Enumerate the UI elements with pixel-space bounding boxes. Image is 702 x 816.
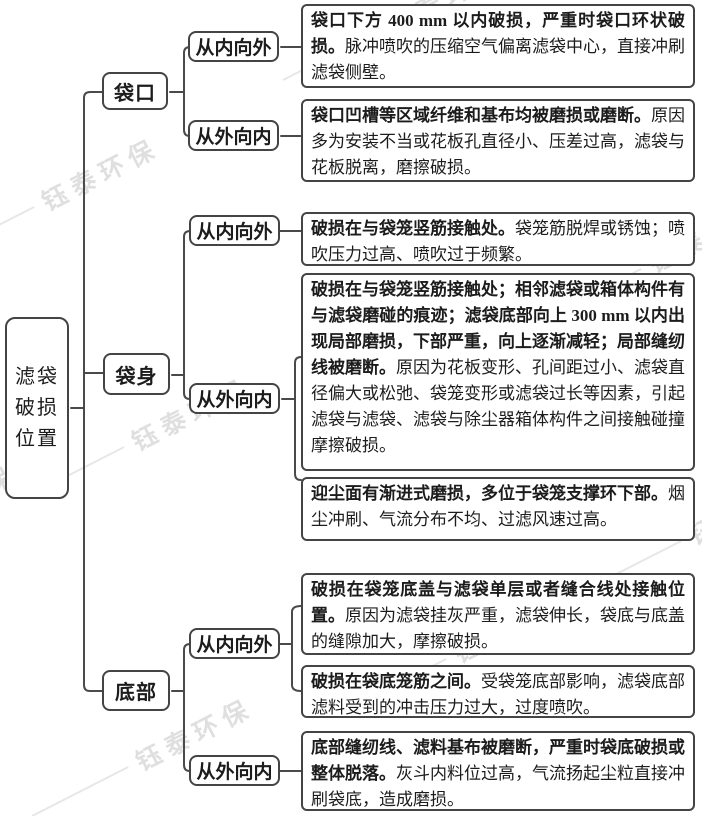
damage-cause-text: 原因多为安装不当或花板孔直径小、压差过高，滤袋与花板脱离，磨擦破损。	[311, 106, 685, 177]
direction-label: 从外向内	[195, 127, 272, 148]
watermark-text: 钰泰环保	[38, 134, 165, 217]
damage-cause-text: 原因为滤袋挂灰严重，滤袋伸长，袋底与底盖的缝隙加大，摩擦破损。	[311, 606, 685, 651]
damage-cause-text: 原因为花板变形、孔间距过小、滤袋直径偏大或松弛、袋笼变形或滤袋过长等因素，引起滤…	[311, 358, 685, 455]
branch-label: 袋口	[114, 82, 156, 105]
direction-node-outside-in: 从外向内	[189, 383, 280, 414]
damage-cause-text: 袋笼筋脱焊或锈蚀；喷吹压力过高、喷吹过于频繁。	[311, 219, 685, 264]
body-branch-connector	[171, 230, 302, 481]
description-box-body-outside-in-2: 迎尘面有渐进式磨损，多位于袋笼支撑环下部。烟尘冲刷、气流分布不均、过滤风速过高。	[301, 477, 695, 541]
branch-node-bag-body: 袋身	[103, 353, 170, 395]
root-node-damage-location: 滤袋 破损 位置	[5, 317, 69, 499]
direction-node-inside-out: 从内向外	[188, 31, 279, 62]
damage-cause-text: 受袋笼底部影响，滤袋底部滤料受到的冲击压力过大，过度喷吹。	[311, 672, 685, 717]
watermark: 钰泰环保	[0, 128, 165, 272]
description-box-mouth-outside-in: 袋口凹槽等区域纤维和基布均被磨损或磨断。原因多为安装不当或花板孔直径小、压差过高…	[301, 99, 695, 182]
description-box-mouth-inside-out: 袋口下方 400 mm 以内破损，严重时袋口环状破损。脉冲喷吹的压缩空气偏离滤袋…	[301, 4, 695, 88]
root-label-line: 滤袋	[15, 365, 59, 388]
damage-symptom-text: 破损在袋笼底盖与滤袋单层或者缝合线处接触位置。	[311, 580, 685, 625]
description-box-bottom-outside-in: 底部缝纫线、滤料基布被磨断，严重时袋底破损或整体脱落。灰斗内料位过高，气流扬起尘…	[301, 731, 695, 811]
damage-symptom-text: 迎尘面有渐进式磨损，多位于袋笼支撑环下部。	[311, 484, 668, 503]
direction-node-outside-in: 从外向内	[188, 120, 279, 151]
root-label-line: 破损	[15, 396, 59, 419]
branch-label: 袋身	[115, 365, 158, 388]
damage-symptom-text: 底部缝纫线、滤料基布被磨断，严重时袋底破损或整体脱落。	[311, 738, 685, 783]
direction-node-inside-out: 从内向外	[189, 628, 280, 659]
root-label-line: 位置	[15, 427, 59, 450]
direction-label: 从内向外	[196, 635, 273, 656]
damage-cause-text: 灰斗内料位过高，气流扬起尘粒直接冲刷袋底，造成磨损。	[311, 764, 685, 809]
description-box-bottom-inside-out-1: 破损在袋笼底盖与滤袋单层或者缝合线处接触位置。原因为滤袋挂灰严重，滤袋伸长，袋底…	[301, 573, 695, 655]
description-box-body-inside-out: 破损在与袋笼竖筋接触处。袋笼筋脱焊或锈蚀；喷吹压力过高、喷吹过于频繁。	[301, 212, 695, 266]
direction-label: 从内向外	[195, 38, 272, 59]
damage-symptom-text: 破损在与袋笼竖筋接触处；相邻滤袋或箱体构件有与滤袋磨碰的痕迹；滤袋底部向上 30…	[311, 280, 685, 377]
direction-label: 从外向内	[196, 390, 273, 411]
damage-symptom-text: 袋口下方 400 mm 以内破损，严重时袋口环状破损。	[311, 11, 685, 56]
direction-node-inside-out: 从内向外	[189, 215, 280, 246]
direction-label: 从内向外	[196, 222, 273, 243]
direction-label: 从外向内	[196, 762, 273, 783]
watermark-line	[31, 766, 129, 816]
damage-symptom-text: 袋口凹槽等区域纤维和基布均被磨损或磨断。	[311, 106, 651, 125]
branch-node-bag-mouth: 袋口	[102, 72, 168, 110]
branch-node-bag-bottom: 底部	[102, 670, 170, 711]
damage-cause-text: 脉冲喷吹的压缩空气偏离滤袋中心，直接冲刷滤袋侧壁。	[311, 37, 685, 82]
watermark-line	[0, 206, 35, 257]
damage-cause-text: 烟尘冲刷、气流分布不均、过滤风速过高。	[311, 484, 685, 529]
damage-symptom-text: 破损在袋底笼筋之间。	[311, 672, 481, 691]
direction-node-outside-in: 从外向内	[189, 755, 280, 786]
branch-label: 底部	[115, 682, 157, 704]
damage-symptom-text: 破损在与袋笼竖筋接触处。	[311, 219, 515, 238]
description-box-bottom-inside-out-2: 破损在袋底笼筋之间。受袋笼底部影响，滤袋底部滤料受到的冲击压力过大，过度喷吹。	[301, 665, 695, 718]
description-box-body-outside-in-1: 破损在与袋笼竖筋接触处；相邻滤袋或箱体构件有与滤袋磨碰的痕迹；滤袋底部向上 30…	[301, 273, 695, 471]
